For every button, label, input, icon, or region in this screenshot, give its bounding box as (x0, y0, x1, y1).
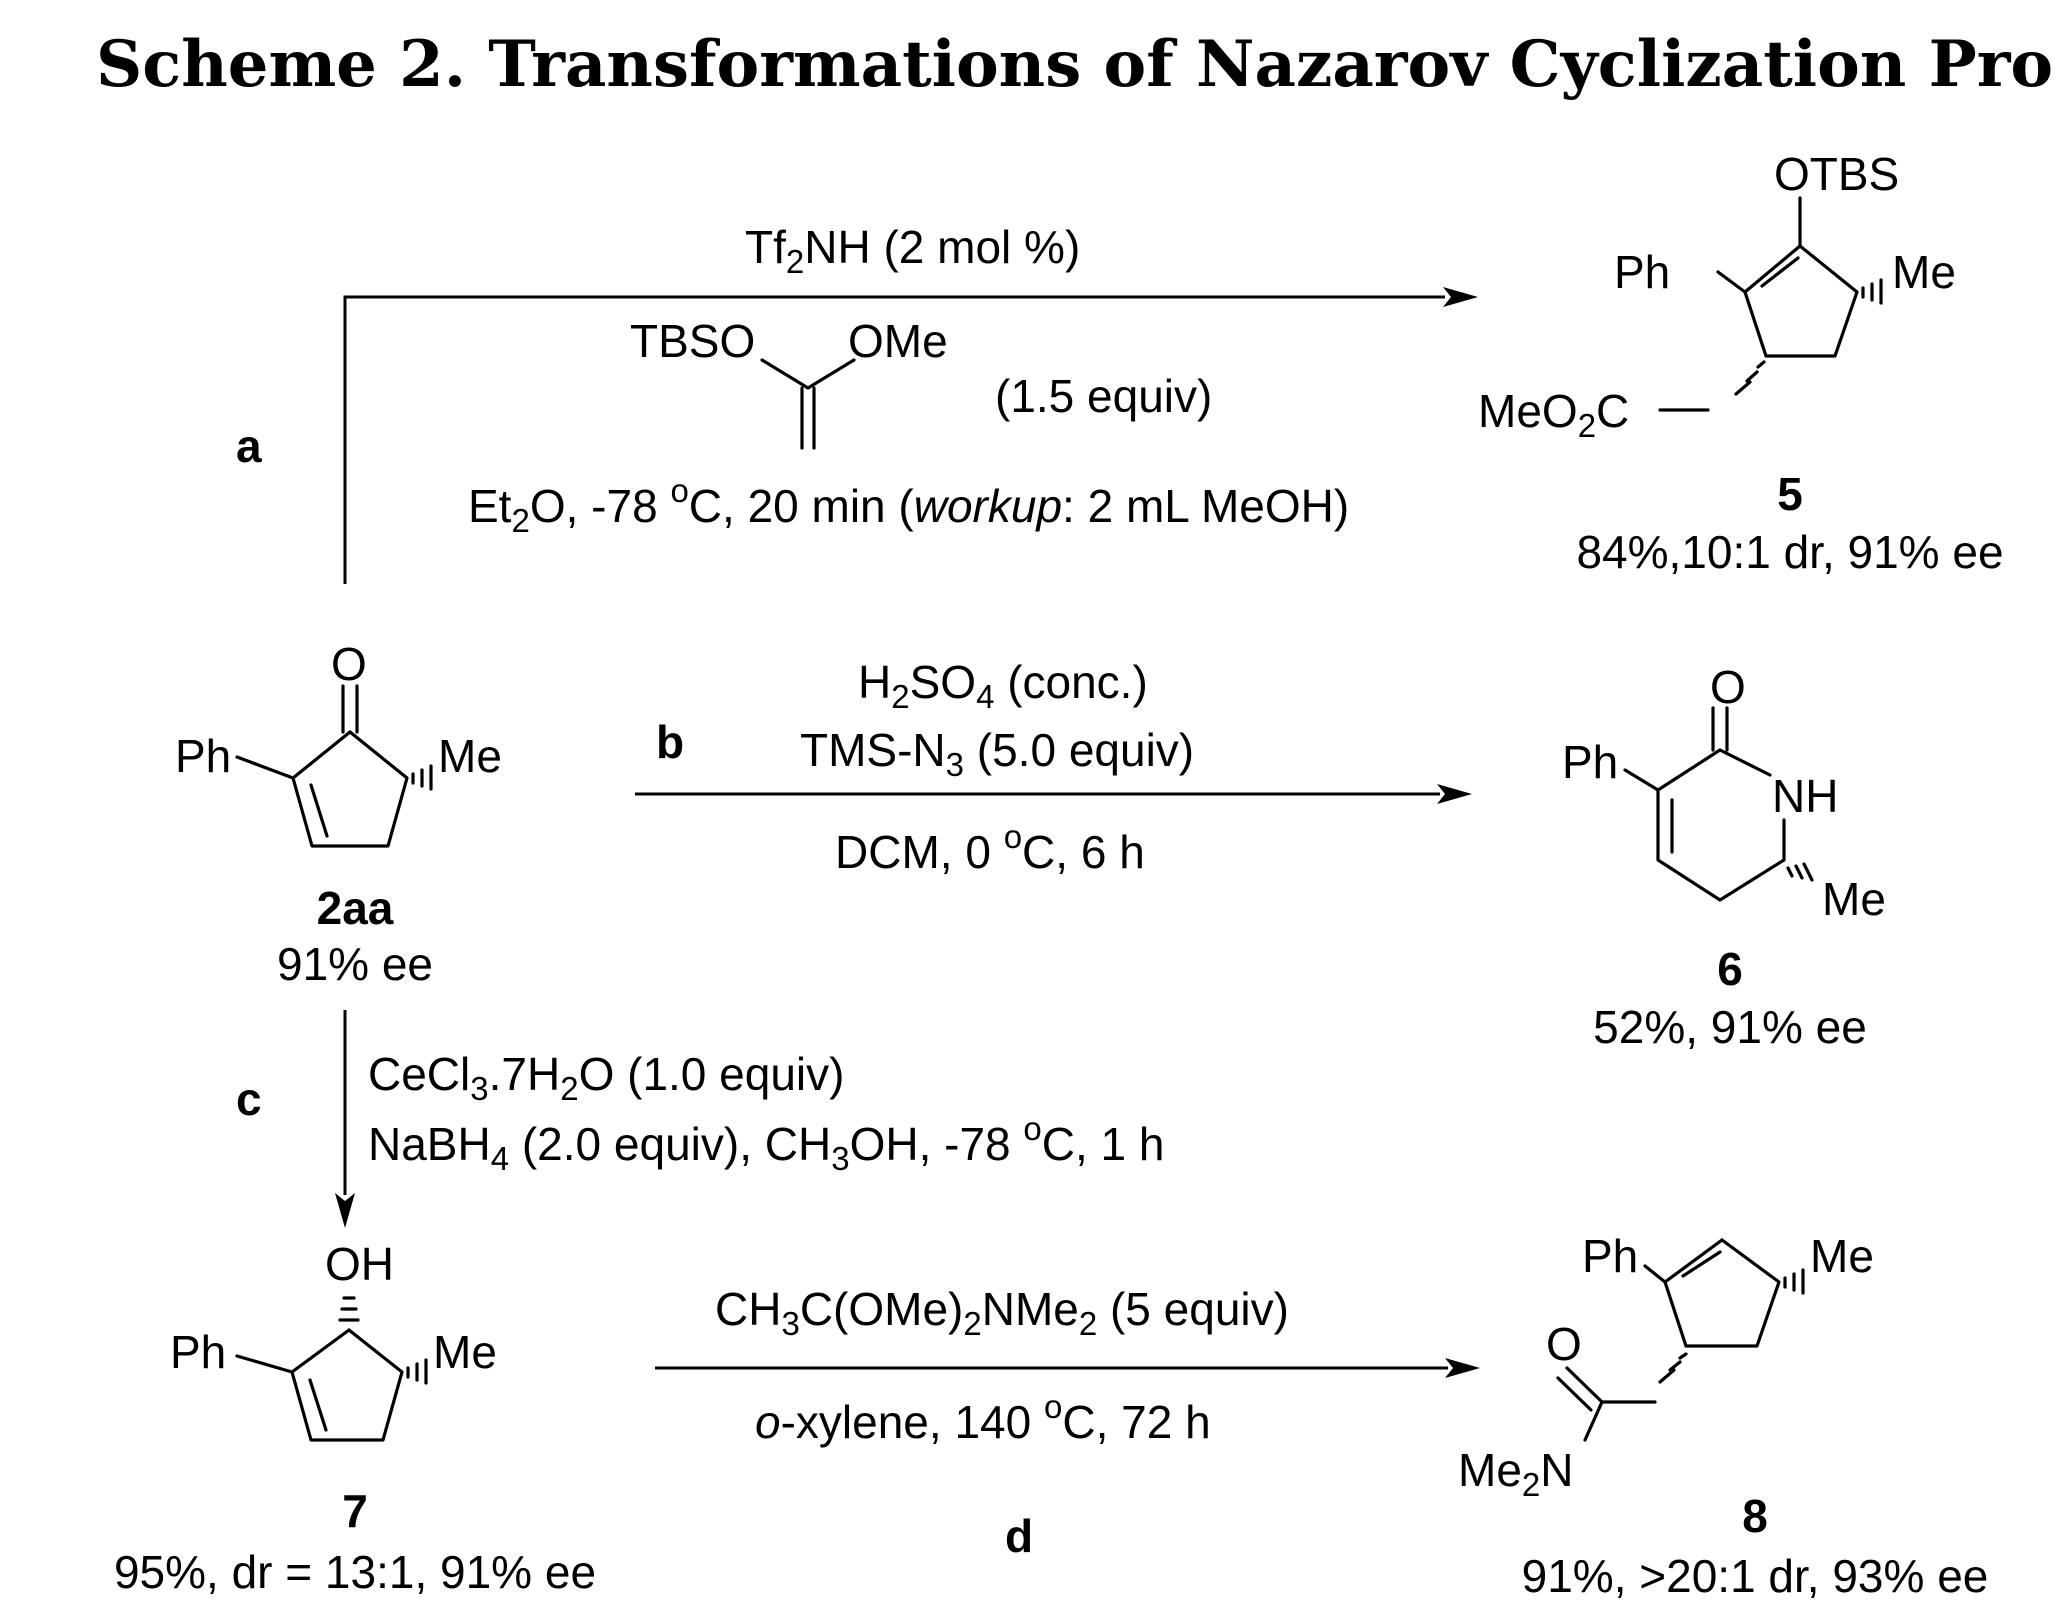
compound-8-ph: Ph (1582, 1230, 1638, 1282)
compound-8-result: 91%, >20:1 dr, 93% ee (1522, 1550, 1989, 1602)
compound-8: Ph Me O Me2N 8 91%, >20:1 dr, 93% ee (1458, 1230, 1988, 1602)
compound-6-carbonyl-o: O (1710, 661, 1746, 713)
compound-8-structure (1556, 1238, 1805, 1442)
compound-2aa-me: Me (438, 730, 502, 782)
compound-7-me: Me (433, 1326, 497, 1378)
compound-8-carbonyl-o: O (1546, 1318, 1582, 1370)
compound-8-id: 8 (1742, 1490, 1768, 1542)
compound-8-me: Me (1810, 1230, 1874, 1282)
silyl-ketene-acetal-structure (760, 358, 856, 450)
compound-6-nh: NH (1772, 770, 1838, 822)
reagent-b-line2: TMS-N3 (5.0 equiv) (800, 724, 1194, 783)
compound-7: OH Ph Me 7 95%, dr = 13:1, 91% ee (114, 1238, 596, 1598)
compound-7-structure (235, 1296, 428, 1442)
step-label-b: b (656, 716, 684, 768)
compound-7-id: 7 (342, 1485, 368, 1537)
compound-5-me: Me (1892, 246, 1956, 298)
compound-6-id: 6 (1717, 943, 1743, 995)
reagent-d-line2: o-xylene, 140 oC, 72 h (755, 1388, 1211, 1448)
compound-2aa-carbonyl-o: O (331, 638, 367, 690)
compound-6-ph: Ph (1562, 736, 1618, 788)
arrow-a (343, 287, 1478, 584)
reagent-a-tbso: TBSO (630, 315, 755, 367)
compound-5-ph: Ph (1614, 246, 1670, 298)
reagent-a-line1: Tf2NH (2 mol %) (745, 221, 1080, 280)
arrow-b (635, 784, 1472, 804)
compound-5-structure (1658, 196, 1883, 412)
compound-5-id: 5 (1777, 468, 1803, 520)
reagent-c-line1: CeCl3.7H2O (1.0 equiv) (368, 1048, 844, 1107)
compound-5: OTBS Ph Me MeO2C 5 84%,10:1 dr, 91% ee (1478, 148, 2004, 578)
reagent-d-line1: CH3C(OMe)2NMe2 (5 equiv) (715, 1283, 1289, 1342)
compound-2aa: O Ph Me 2aa 91% ee (175, 638, 502, 990)
reagent-a-ome: OMe (848, 315, 948, 367)
compound-7-ph: Ph (170, 1326, 226, 1378)
step-label-a: a (236, 420, 262, 472)
compound-5-otbs: OTBS (1774, 148, 1899, 200)
compound-8-amine: Me2N (1458, 1444, 1574, 1503)
step-label-c: c (236, 1073, 262, 1125)
reagent-a-equiv: (1.5 equiv) (995, 370, 1212, 422)
compound-5-ester: MeO2C (1478, 385, 1629, 444)
arrow-d (655, 1358, 1480, 1378)
arrow-c (335, 1010, 355, 1228)
reagent-a-conditions: Et2O, -78 oC, 20 min (workup: 2 mL MeOH) (468, 472, 1349, 539)
compound-6-me: Me (1822, 873, 1886, 925)
compound-6-result: 52%, 91% ee (1593, 1001, 1867, 1053)
reagent-b-line3: DCM, 0 oC, 6 h (835, 818, 1145, 878)
reagent-c-line2: NaBH4 (2.0 equiv), CH3OH, -78 oC, 1 h (368, 1110, 1164, 1177)
compound-7-result: 95%, dr = 13:1, 91% ee (114, 1546, 596, 1598)
compound-2aa-result: 91% ee (277, 938, 433, 990)
compound-5-result: 84%,10:1 dr, 91% ee (1576, 526, 2003, 578)
reagent-b-line1: H2SO4 (conc.) (858, 656, 1148, 715)
compound-2aa-ph: Ph (175, 730, 231, 782)
compound-6: O Ph NH Me 6 52%, 91% ee (1562, 661, 1886, 1053)
step-label-d: d (1005, 1510, 1033, 1562)
compound-7-oh: OH (325, 1238, 394, 1290)
compound-6-structure (1623, 706, 1814, 902)
compound-2aa-structure (235, 684, 433, 848)
compound-2aa-id: 2aa (317, 882, 394, 934)
scheme-title: Scheme 2. Transformations of Nazarov Cyc… (96, 27, 2055, 102)
